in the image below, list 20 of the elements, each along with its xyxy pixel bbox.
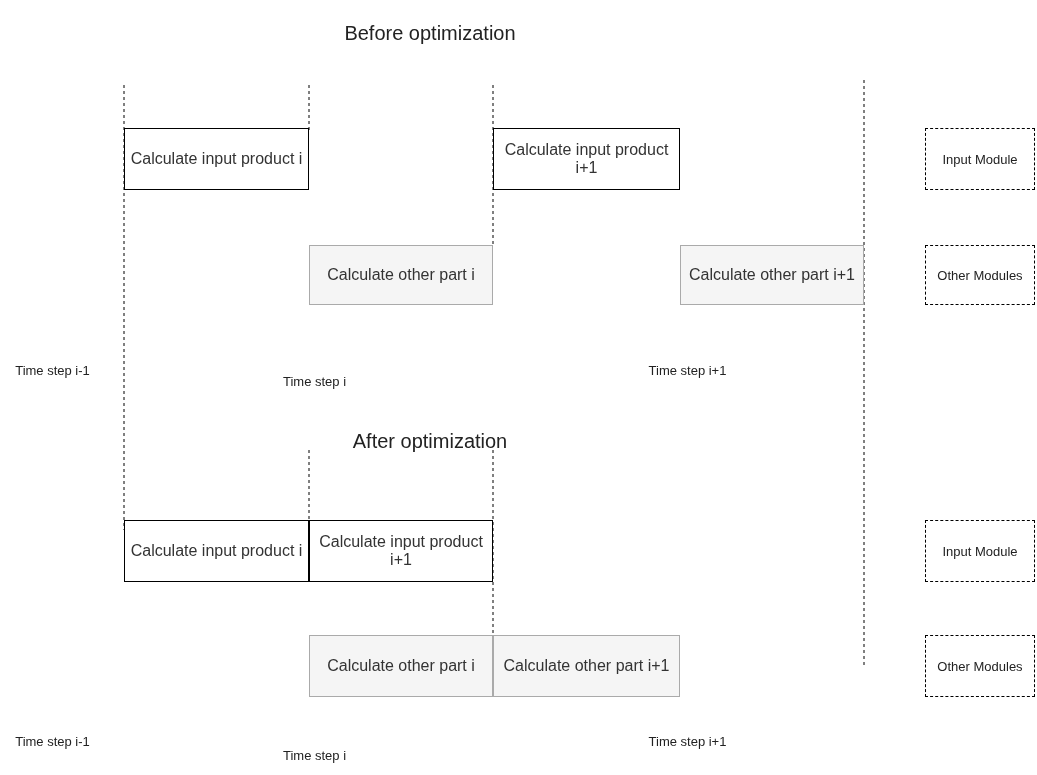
task-box: Calculate input product i+1 xyxy=(493,128,680,190)
module-legend-box: Input Module xyxy=(925,128,1035,190)
time-step-label: Time step i-1 xyxy=(14,733,91,751)
time-step-label: Time step i+1 xyxy=(647,362,728,380)
section-heading: Before optimization xyxy=(343,21,517,46)
module-legend-box: Other Modules xyxy=(925,245,1035,305)
task-box: Calculate other part i+1 xyxy=(680,245,864,305)
time-step-label: Time step i xyxy=(281,747,348,765)
module-legend-box: Other Modules xyxy=(925,635,1035,697)
time-step-label: Time step i-1 xyxy=(14,362,91,380)
task-box: Calculate input product i xyxy=(124,128,309,190)
task-box: Calculate other part i xyxy=(309,245,493,305)
section-heading: After optimization xyxy=(351,429,509,454)
task-box: Calculate input product i+1 xyxy=(309,520,493,582)
task-box: Calculate other part i+1 xyxy=(493,635,680,697)
time-step-label: Time step i xyxy=(281,373,348,391)
time-step-label: Time step i+1 xyxy=(647,733,728,751)
task-box: Calculate other part i xyxy=(309,635,493,697)
task-box: Calculate input product i xyxy=(124,520,309,582)
module-legend-box: Input Module xyxy=(925,520,1035,582)
